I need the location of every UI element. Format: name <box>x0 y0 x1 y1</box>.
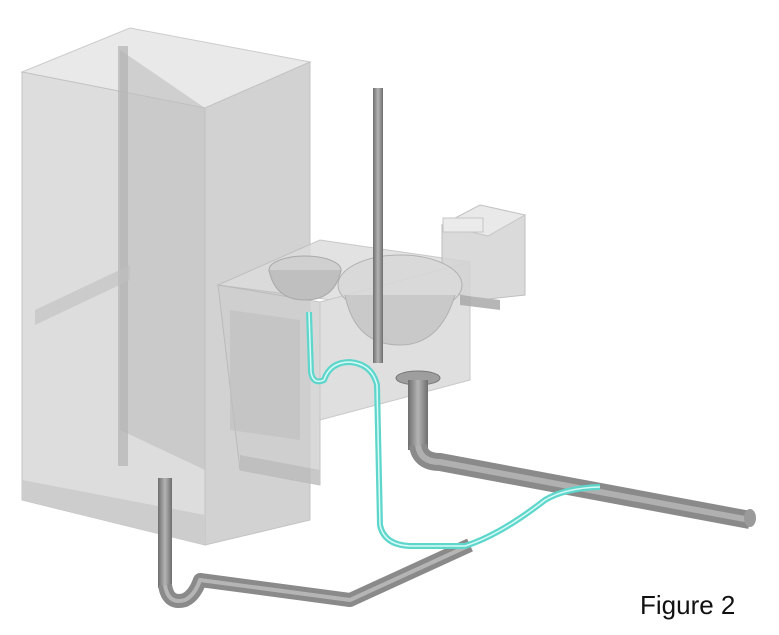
toilet <box>337 204 527 346</box>
toilet-drain-pipe <box>395 370 756 529</box>
sink-bowl <box>268 255 342 301</box>
highlight-core <box>308 311 601 547</box>
shower-drain-pipe <box>158 478 473 608</box>
figure-caption: Figure 2 <box>640 590 736 620</box>
vent-pipe <box>373 88 383 363</box>
